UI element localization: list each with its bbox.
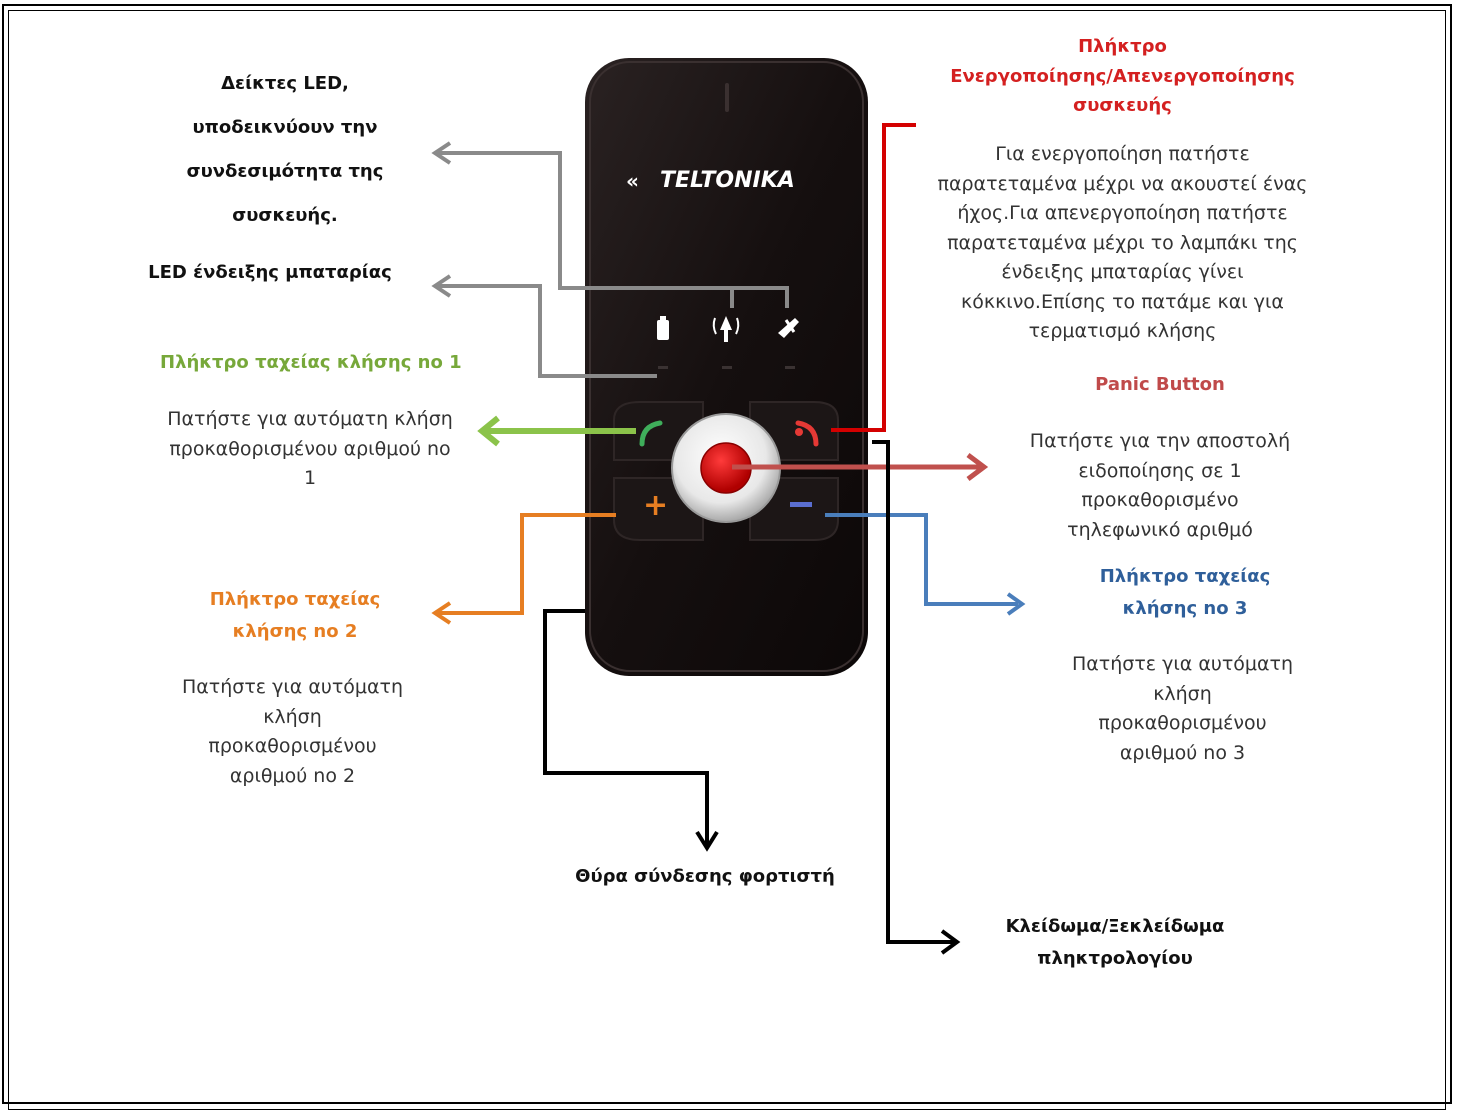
speed-dial-2-description: Πατήστε για αυτόματη κλήση προκαθορισμέν… (182, 676, 403, 787)
power-key-title: Πλήκτρο Ενεργοποίησης/Απενεργοποίησης συ… (950, 36, 1295, 116)
led-indicator-arrow (431, 141, 789, 308)
battery-led-label: LED ένδειξης μπαταρίας (148, 262, 392, 283)
charger-port-label: Θύρα σύνδεσης φορτιστή (575, 866, 835, 887)
battery-led-arrow (431, 274, 657, 378)
brand-text: TELTONIKA (660, 168, 795, 193)
svg-text:+: + (643, 488, 668, 523)
speed-dial-1-arrow (477, 415, 636, 447)
speed-dial-3-description: Πατήστε για αυτόματη κλήση προκαθορισμέν… (1072, 653, 1293, 764)
speed-dial-3-title: Πλήκτρο ταχείας κλήσης no 3 (1099, 566, 1271, 619)
speed-dial-1-key[interactable] (639, 420, 663, 447)
charger-port-arrow (543, 609, 719, 852)
led-indicators-label: Δείκτες LED, υποδεικνύουν την συνδεσιμότ… (186, 73, 384, 226)
gps-led-icon (778, 318, 799, 338)
panic-button-title: Panic Button (1095, 374, 1225, 395)
panic-button-description: Πατήστε για την αποστολή ειδοποίησης σε … (1029, 430, 1291, 541)
speed-dial-2-key[interactable]: + (643, 488, 668, 523)
led-lights (658, 366, 795, 369)
panic-arrow (732, 453, 989, 481)
teltonika-logo: « TELTONIKA (626, 168, 795, 193)
svg-text:«: « (626, 169, 639, 193)
power-key-description: Για ενεργοποίηση πατήστε παρατεταμένα μέ… (937, 143, 1308, 342)
power-key[interactable] (795, 420, 819, 447)
speed-dial-3-arrow (825, 513, 1026, 616)
keypad-lock-label: Κλείδωμα/Ξεκλείδωμα πληκτρολογίου (1005, 916, 1225, 969)
speed-dial-1-description: Πατήστε για αυτόματη κλήση προκαθορισμέν… (167, 408, 453, 489)
panic-button[interactable] (671, 413, 781, 523)
gsm-led-icon (712, 316, 740, 342)
speed-dial-2-title: Πλήκτρο ταχείας κλήσης no 2 (209, 589, 381, 642)
speed-dial-3-key[interactable] (790, 502, 812, 507)
power-key-line (831, 123, 916, 432)
speed-dial-1-title: Πλήκτρο ταχείας κλήσης no 1 (160, 352, 462, 373)
speed-dial-2-arrow (431, 513, 616, 625)
battery-led-icon (657, 316, 669, 340)
keypad-lock-arrow (872, 440, 961, 955)
